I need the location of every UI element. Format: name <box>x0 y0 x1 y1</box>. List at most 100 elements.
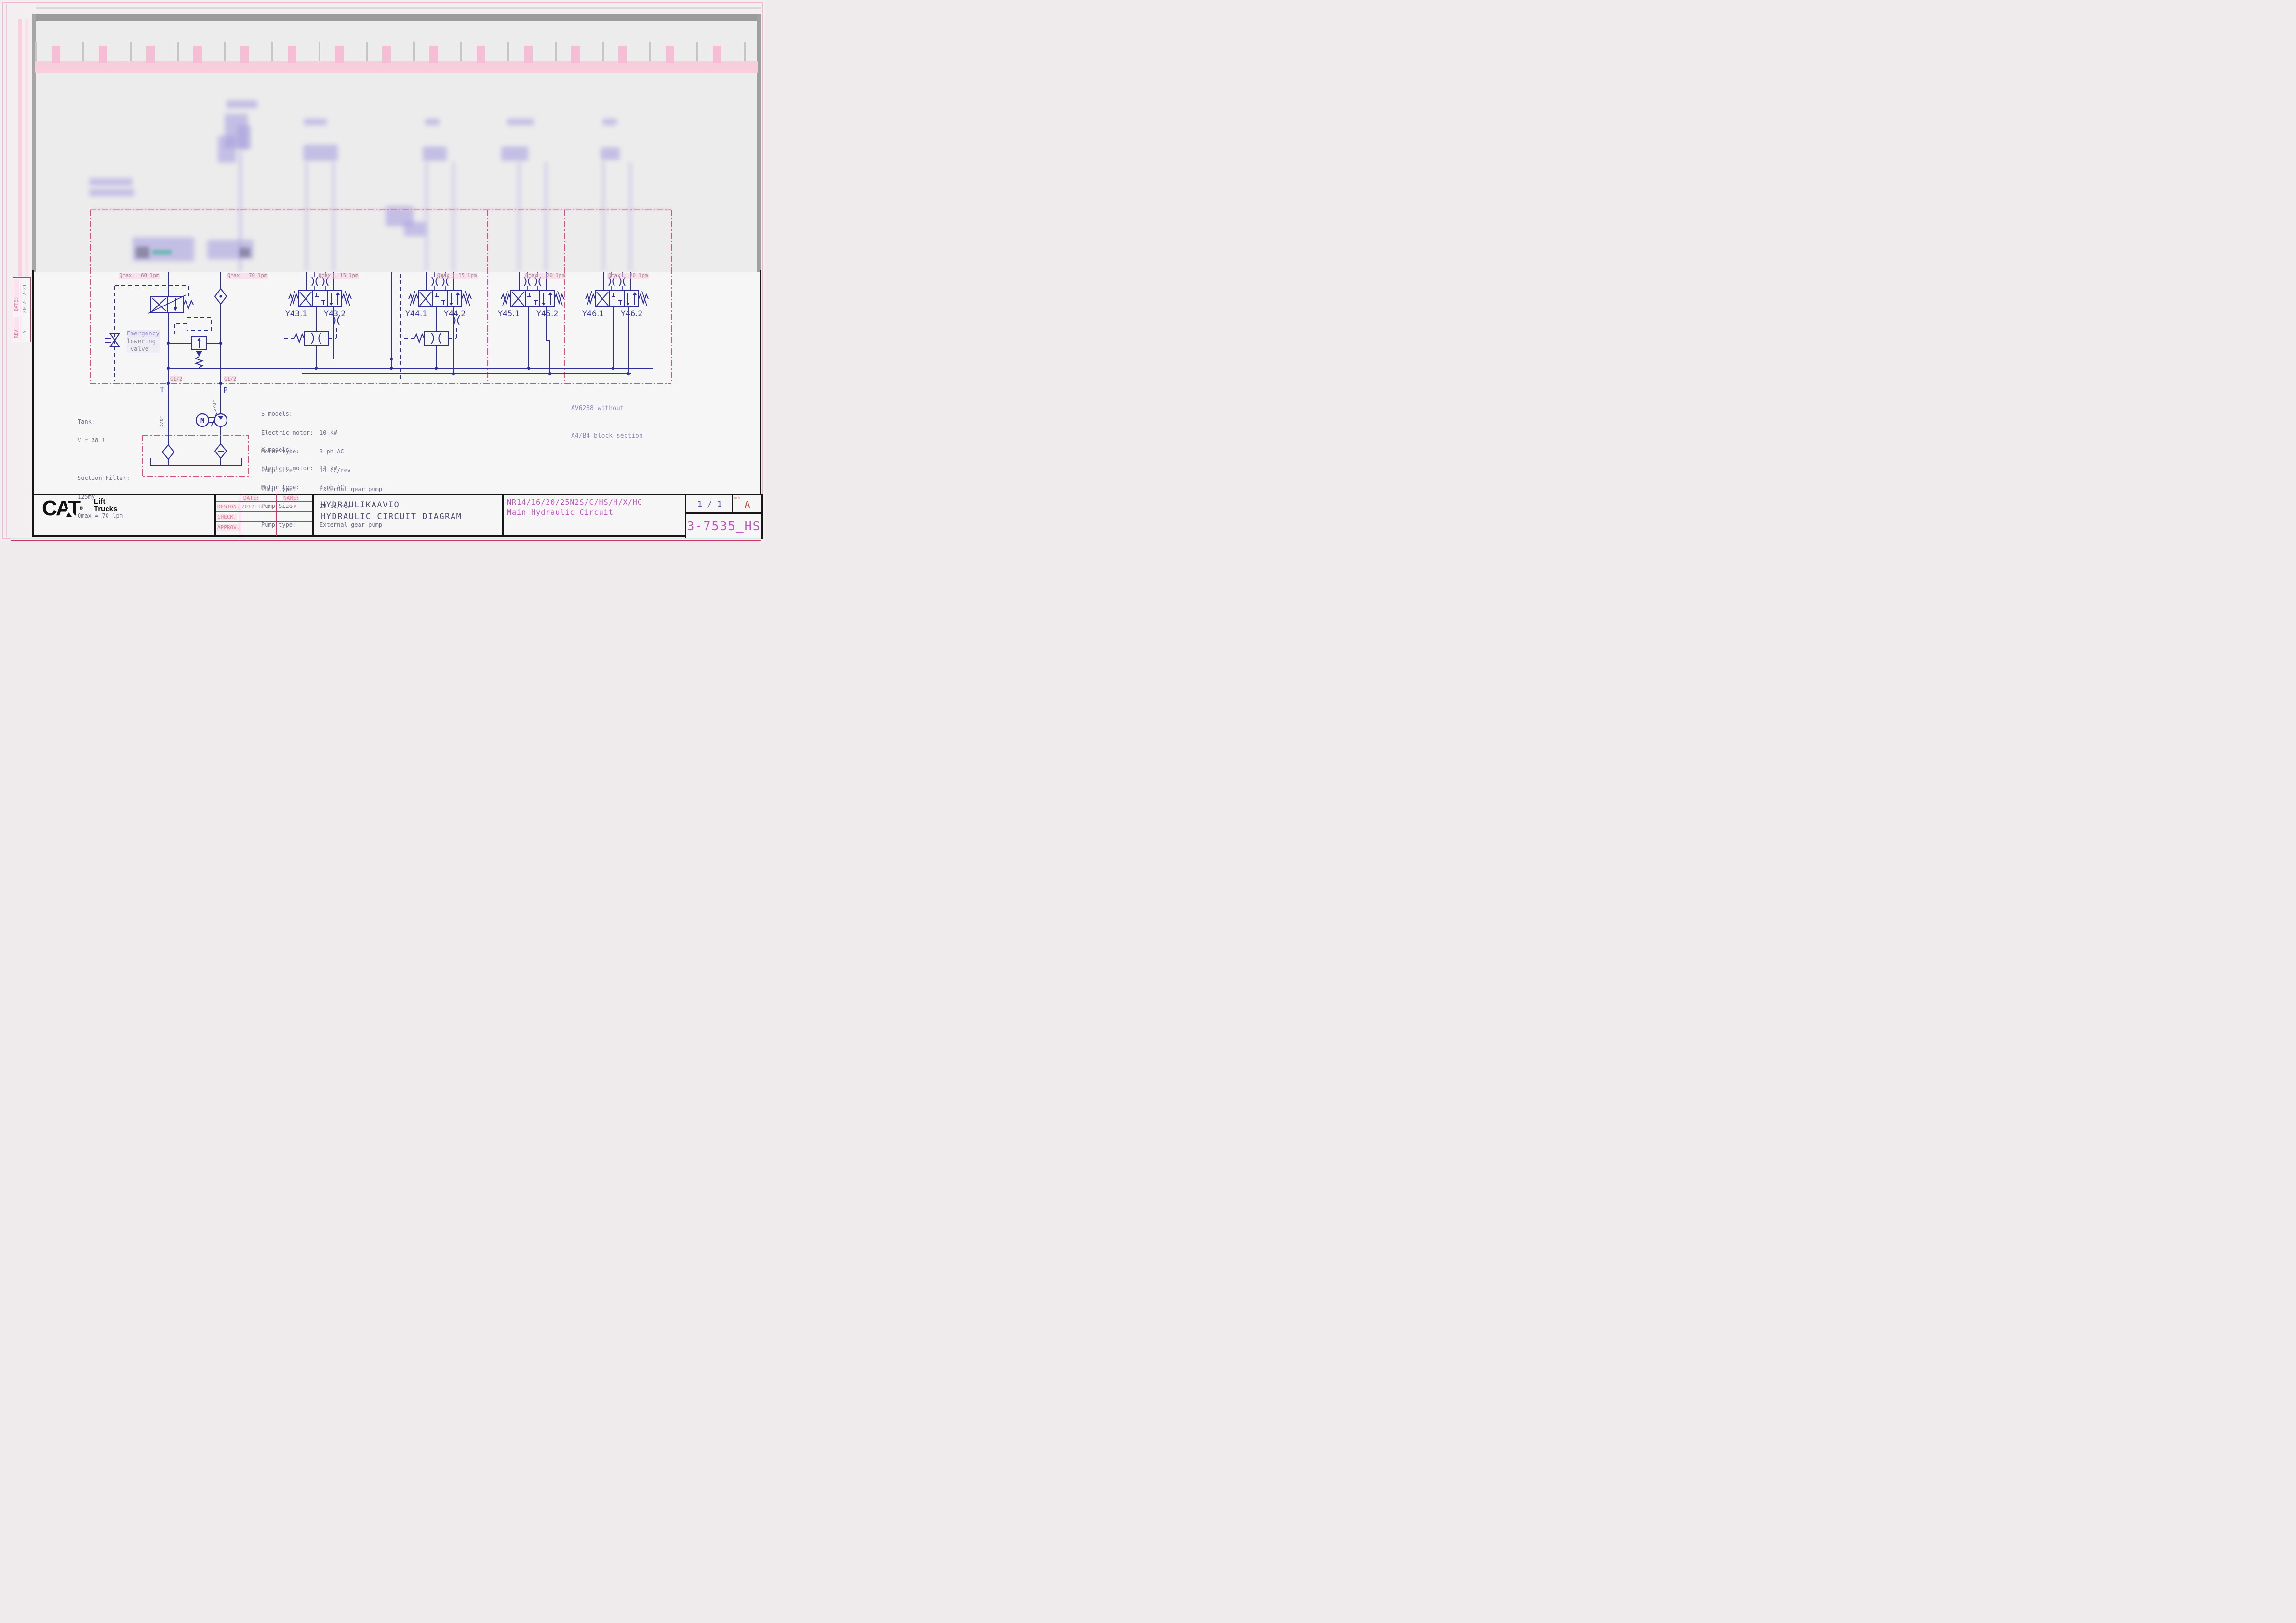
qmax-label-1: Qmax = 60 lpm <box>119 273 160 279</box>
qmax-label-6: Qmax = 20 lpm <box>607 273 649 279</box>
table-check-label: CHECK. <box>217 514 237 520</box>
motor-letter: M <box>200 417 204 425</box>
cat-triangle-inner-icon <box>66 512 72 517</box>
blurred-shape <box>218 136 236 163</box>
model-designation: NR14/16/20/25N2S/C/HS/H/X/HC <box>507 498 642 506</box>
blurred-shape <box>136 247 149 258</box>
lowering-valve-icon <box>115 272 194 383</box>
sheet-border-right <box>760 270 761 536</box>
titleblock-divider-2 <box>312 494 314 536</box>
titleblock-top-border <box>32 494 761 495</box>
s-row4-label: Pump type: <box>261 486 296 492</box>
blurred-shape <box>239 150 241 272</box>
tank-hose-label: 5/8" <box>159 415 164 427</box>
blurred-shape <box>240 248 250 257</box>
blurred-shape <box>237 125 251 149</box>
table-row-line-2 <box>216 511 312 512</box>
blurred-shape <box>227 100 257 108</box>
drawing-title-en: HYDRAULIC CIRCUIT DIAGRAM <box>320 512 462 521</box>
s-row2-value: 3-ph AC <box>320 448 344 455</box>
revision-tick-strip <box>35 42 758 73</box>
pressure-thread-label: G1/2 <box>224 376 237 382</box>
sheet-border-bottom <box>32 535 761 537</box>
revision-box: REV A <box>732 494 763 515</box>
left-pink-line <box>6 4 7 537</box>
drawing-number: 3-7535_HS <box>687 519 761 533</box>
table-design-label: DESIGN. <box>217 504 240 510</box>
valve-drain-lines <box>333 272 630 376</box>
valve-label-y45-2: Y45.2 <box>536 309 559 318</box>
drawing-title-fi: HYDRAULIKAAVIO <box>320 500 400 510</box>
blurred-shape <box>602 162 604 272</box>
table-design-date: 2012-12-21 <box>241 504 274 510</box>
valve-label-y43-2: Y43.2 <box>324 309 346 318</box>
cat-triangle-icon <box>62 507 76 516</box>
x-row2-label: Motor type: <box>261 484 300 491</box>
gray-border-left <box>32 14 36 272</box>
sheet-number: 1 / 1 <box>697 500 722 509</box>
blurred-upper-diagram <box>32 14 761 272</box>
blurred-shape <box>152 250 172 255</box>
tank-thread-label: G1/2 <box>170 376 183 382</box>
return-bus-line <box>166 366 653 370</box>
emergency-note-line2: lowering <box>127 337 160 345</box>
margin-pink-bar-2 <box>25 19 28 276</box>
x-row4-label: Pump type: <box>261 521 296 528</box>
revision-small-label: REV <box>734 496 740 500</box>
blurred-shape <box>602 119 617 125</box>
s-row1-label: Electric motor: <box>261 429 314 436</box>
blurred-shape <box>89 189 134 196</box>
s-row4-value: External gear pump <box>320 486 383 492</box>
x-row4-value: External gear pump <box>320 521 383 528</box>
qmax-label-2: Qmax = 70 lpm <box>227 273 268 279</box>
blurred-shape <box>89 178 133 186</box>
tank-port-label: T <box>160 386 165 394</box>
s-row1-value: 10 kW <box>320 429 337 436</box>
valve-label-y46-1: Y46.1 <box>582 309 604 318</box>
valve-label-y44-2: Y44.2 <box>444 309 466 318</box>
titleblock-divider-1 <box>214 494 216 536</box>
blurred-shape <box>425 119 440 125</box>
model-subtitle: Main Hydraulic Circuit <box>507 508 614 517</box>
boundary-junctions <box>166 381 223 385</box>
tank-title: Tank: <box>78 418 95 425</box>
x-row1-label: Electric motor: <box>261 465 314 472</box>
cat-lift-trucks-logo: CAT® Lift Trucks <box>42 498 117 519</box>
top-shadow-line <box>36 7 761 9</box>
compensator-valve-icon <box>404 307 460 370</box>
x-row3-label: Pump Size: <box>261 503 296 509</box>
table-name-header: NAME: <box>283 495 300 501</box>
s-row3-value: 14 cc/rev <box>320 467 351 474</box>
blurred-shape <box>404 222 426 236</box>
valve-label-y46-2: Y46.2 <box>621 309 643 318</box>
blurred-shape <box>426 162 427 272</box>
s-row3-label: Pump Size: <box>261 467 296 474</box>
gray-border-right <box>757 14 761 272</box>
blurred-shape <box>333 162 334 272</box>
drawing-page: DATE: 2012-12-21 REV A M Qmax = 60 lpm Q… <box>0 0 765 541</box>
table-design-name: EP <box>290 504 297 510</box>
suction-filter-qmax: Qmax = 70 lpm <box>78 512 123 519</box>
section-note-line2: A4/B4-block section <box>571 432 643 439</box>
emergency-valve-note: Emergency lowering -valve <box>127 330 160 353</box>
table-approv-label: APPROV. <box>217 524 240 531</box>
blurred-shape <box>304 119 327 125</box>
directional-valve-icon <box>585 272 649 307</box>
blurred-shape <box>306 162 307 272</box>
logo-trucks-text: Trucks <box>94 505 118 513</box>
suction-filter-icon <box>214 443 227 466</box>
blurred-shape <box>545 162 547 272</box>
blurred-shape <box>629 162 631 272</box>
x-models-title: X-models: <box>261 446 293 453</box>
qmax-label-4: Qmax = 15 lpm <box>436 273 478 279</box>
drawing-number-box: 3-7535_HS <box>685 512 763 539</box>
blurred-shape <box>423 146 447 161</box>
table-row-line-3 <box>216 521 312 522</box>
return-filter-icon <box>161 383 175 466</box>
section-note: AV6288 without A4/B4-block section <box>571 386 643 459</box>
s-models-title: S-models: <box>261 411 293 417</box>
directional-valve-icon <box>501 272 564 307</box>
revision-value: A <box>744 499 750 510</box>
qmax-label-3: Qmax = 15 lpm <box>318 273 360 279</box>
table-date-header: DATE: <box>243 495 260 501</box>
